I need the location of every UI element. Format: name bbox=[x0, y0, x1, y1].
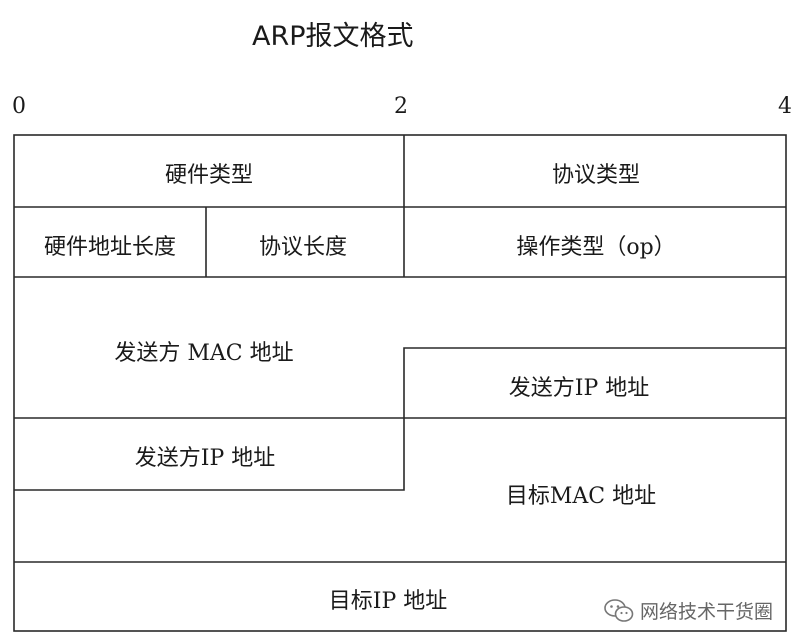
diagram-title: ARP报文格式 bbox=[252, 21, 414, 52]
watermark-text: 网络技术干货圈 bbox=[640, 601, 774, 623]
tick-label-4: 4 bbox=[778, 94, 792, 119]
sender-ip-step-line bbox=[14, 418, 405, 491]
field-protocol-type: 协议类型 bbox=[551, 163, 641, 188]
field-hardware-address-length: 硬件地址长度 bbox=[43, 235, 177, 260]
tick-label-2: 2 bbox=[394, 94, 408, 119]
watermark: 网络技术干货圈 bbox=[604, 597, 773, 624]
field-hardware-type: 硬件类型 bbox=[164, 163, 254, 188]
field-protocol-length: 协议长度 bbox=[258, 235, 348, 260]
outer-frame bbox=[13, 134, 787, 632]
field-sender-ip-address-left: 发送方IP 地址 bbox=[134, 446, 276, 471]
field-target-mac-address: 目标MAC 地址 bbox=[505, 484, 657, 509]
field-target-ip-address: 目标IP 地址 bbox=[328, 589, 448, 614]
sender-mac-step-line bbox=[403, 347, 786, 418]
field-sender-mac-address: 发送方 MAC 地址 bbox=[114, 341, 294, 366]
wechat-icon bbox=[604, 598, 634, 622]
field-sender-ip-address-right: 发送方IP 地址 bbox=[508, 376, 650, 401]
field-operation-type: 操作类型（op） bbox=[516, 235, 676, 260]
tick-label-0: 0 bbox=[12, 94, 26, 119]
